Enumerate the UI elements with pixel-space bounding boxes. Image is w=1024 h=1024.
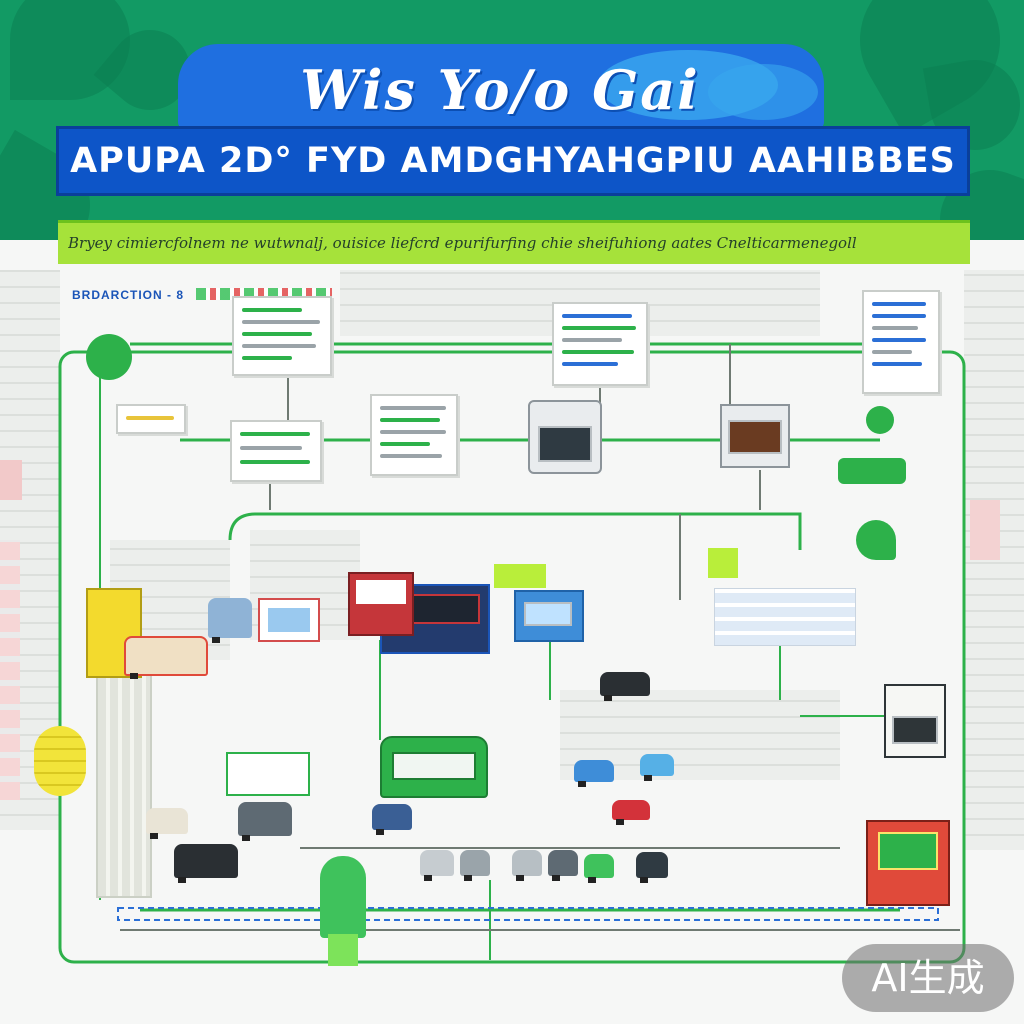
background-building	[0, 540, 20, 800]
banner-bubble	[708, 64, 818, 120]
car-icon	[174, 844, 238, 883]
yellow-lantern	[34, 726, 86, 796]
tree-icon	[866, 406, 894, 434]
outer-connector-loop	[58, 350, 966, 964]
status-card	[116, 404, 186, 434]
monitor-panel	[258, 598, 320, 642]
background-building	[0, 460, 22, 500]
green-lamp	[328, 934, 358, 966]
lime-sign	[708, 548, 738, 578]
connector-third-row	[228, 512, 802, 550]
kiosk-machine	[528, 400, 602, 474]
car-icon	[238, 802, 292, 841]
tagline: Bryey cimiercfolnem ne wutwnalj, ouisice…	[68, 234, 857, 252]
subtitle-banner: APUPA 2D° FYD AMDGHYAHGPIU AAHIBBES	[56, 126, 970, 196]
document-panel	[552, 302, 648, 386]
vending-machine	[866, 820, 950, 906]
kiosk-machine	[720, 404, 790, 468]
document-panel	[862, 290, 940, 394]
car-icon	[584, 854, 614, 883]
subtitle: APUPA 2D° FYD AMDGHYAHGPIU AAHIBBES	[70, 141, 956, 181]
document-panel	[232, 296, 332, 376]
car-icon	[372, 804, 412, 835]
section-label: BRDARCTION - 8	[72, 288, 184, 302]
car-icon	[640, 754, 674, 781]
document-panel	[230, 420, 322, 482]
car-icon	[146, 808, 188, 839]
document-panel	[370, 394, 458, 476]
red-kiosk	[348, 572, 414, 636]
car-icon	[208, 598, 252, 643]
left-tower	[96, 668, 152, 898]
header-band	[0, 0, 1024, 240]
background-building	[970, 500, 1000, 560]
tree-icon	[86, 334, 132, 380]
car-icon	[636, 852, 668, 883]
car-icon	[612, 800, 650, 825]
car-icon	[548, 850, 578, 881]
car-icon	[512, 850, 542, 881]
tram-unit	[226, 752, 310, 796]
bus-terminal	[380, 736, 488, 798]
green-figure	[320, 856, 366, 938]
car-icon	[124, 636, 208, 679]
tree-icon	[856, 520, 896, 560]
main-title: Wis Yo/o Gai	[300, 58, 700, 122]
lime-sign	[494, 564, 546, 588]
kiosk-machine	[514, 590, 584, 642]
car-icon	[420, 850, 454, 881]
car-icon	[600, 672, 650, 701]
tram-unit	[714, 588, 856, 646]
background-building	[964, 270, 1024, 850]
kiosk-machine	[884, 684, 946, 758]
car-icon	[460, 850, 490, 881]
car-icon	[574, 760, 614, 787]
tagline-banner: Bryey cimiercfolnem ne wutwnalj, ouisice…	[58, 220, 970, 264]
title-banner	[178, 44, 824, 130]
bottom-ticker-strip	[117, 907, 939, 921]
ai-generated-watermark: AI生成	[842, 944, 1014, 1012]
bus-icon	[838, 458, 906, 484]
